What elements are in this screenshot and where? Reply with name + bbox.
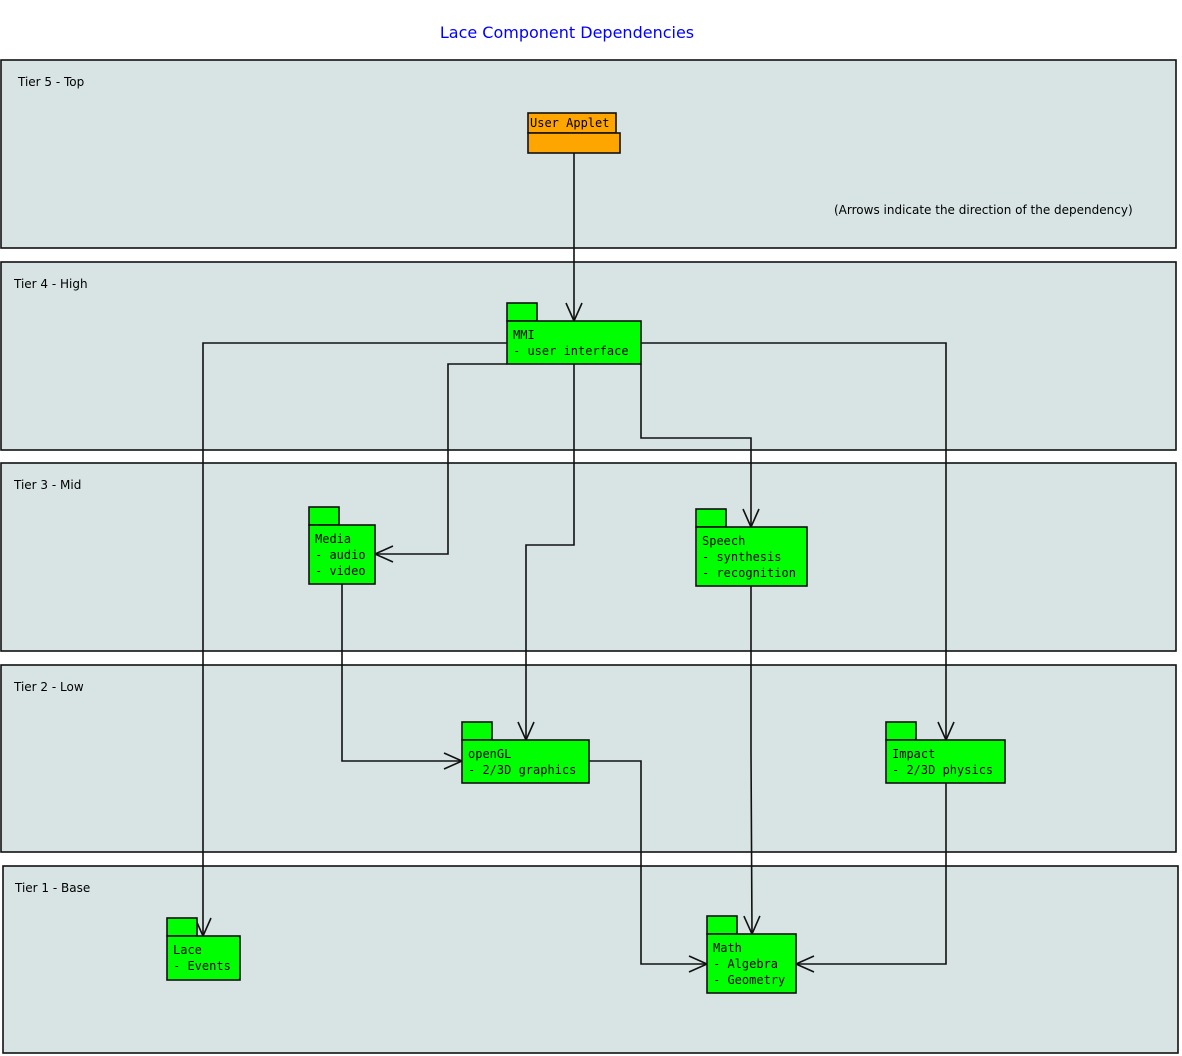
package-media[interactable]: Media - audio - video bbox=[308, 506, 376, 585]
package-feature: - audio bbox=[315, 548, 366, 562]
package-feature: - recognition bbox=[702, 566, 796, 580]
package-body bbox=[461, 739, 590, 784]
tier-label: Tier 2 - Low bbox=[13, 680, 84, 694]
package-body bbox=[527, 132, 621, 154]
package-body bbox=[506, 320, 642, 365]
tier-label: Tier 1 - Base bbox=[14, 881, 90, 895]
package-name: Math bbox=[713, 941, 742, 955]
tier-label: Tier 3 - Mid bbox=[13, 478, 81, 492]
package-feature: - Geometry bbox=[713, 973, 785, 987]
package-feature: - 2/3D physics bbox=[892, 763, 993, 777]
tier-label: Tier 4 - High bbox=[13, 277, 88, 291]
package-impact[interactable]: Impact - 2/3D physics bbox=[885, 721, 1006, 784]
direction-note: (Arrows indicate the direction of the de… bbox=[834, 203, 1133, 217]
package-speech[interactable]: Speech - synthesis - recognition bbox=[695, 508, 808, 587]
package-opengl[interactable]: openGL - 2/3D graphics bbox=[461, 721, 590, 784]
package-feature: - synthesis bbox=[702, 550, 781, 564]
package-body bbox=[706, 933, 797, 994]
tier-band: Tier 5 - Top bbox=[0, 59, 1177, 249]
tier-band: Tier 3 - Mid bbox=[0, 462, 1177, 652]
package-tab bbox=[308, 506, 340, 526]
package-name: MMI bbox=[513, 328, 535, 342]
package-name: Lace bbox=[173, 943, 202, 957]
package-name: Impact bbox=[892, 747, 935, 761]
package-tab bbox=[695, 508, 727, 528]
package-name: openGL bbox=[468, 747, 511, 761]
package-feature: - Events bbox=[173, 959, 231, 973]
diagram-title: Lace Component Dependencies bbox=[440, 23, 694, 42]
package-body bbox=[695, 526, 808, 587]
package-tab bbox=[706, 915, 738, 935]
package-mmi[interactable]: MMI - user interface bbox=[506, 302, 642, 365]
package-name: Media bbox=[315, 532, 351, 546]
package-tab bbox=[885, 721, 917, 741]
package-name: User Applet bbox=[530, 116, 609, 130]
package-tab bbox=[506, 302, 538, 322]
package-name: Speech bbox=[702, 534, 745, 548]
package-feature: - Algebra bbox=[713, 957, 778, 971]
tier-box bbox=[0, 462, 1177, 652]
package-lace[interactable]: Lace - Events bbox=[166, 917, 241, 981]
package-feature: - video bbox=[315, 564, 366, 578]
package-feature: - user interface bbox=[513, 344, 629, 358]
package-math[interactable]: Math - Algebra - Geometry bbox=[706, 915, 797, 994]
package-applet[interactable]: User Applet bbox=[527, 112, 621, 154]
tier-box bbox=[0, 59, 1177, 249]
package-feature: - 2/3D graphics bbox=[468, 763, 576, 777]
tier-label: Tier 5 - Top bbox=[17, 75, 84, 89]
package-body bbox=[885, 739, 1006, 784]
package-tab bbox=[461, 721, 493, 741]
package-body bbox=[166, 935, 241, 981]
package-body bbox=[308, 524, 376, 585]
package-tab bbox=[166, 917, 198, 937]
